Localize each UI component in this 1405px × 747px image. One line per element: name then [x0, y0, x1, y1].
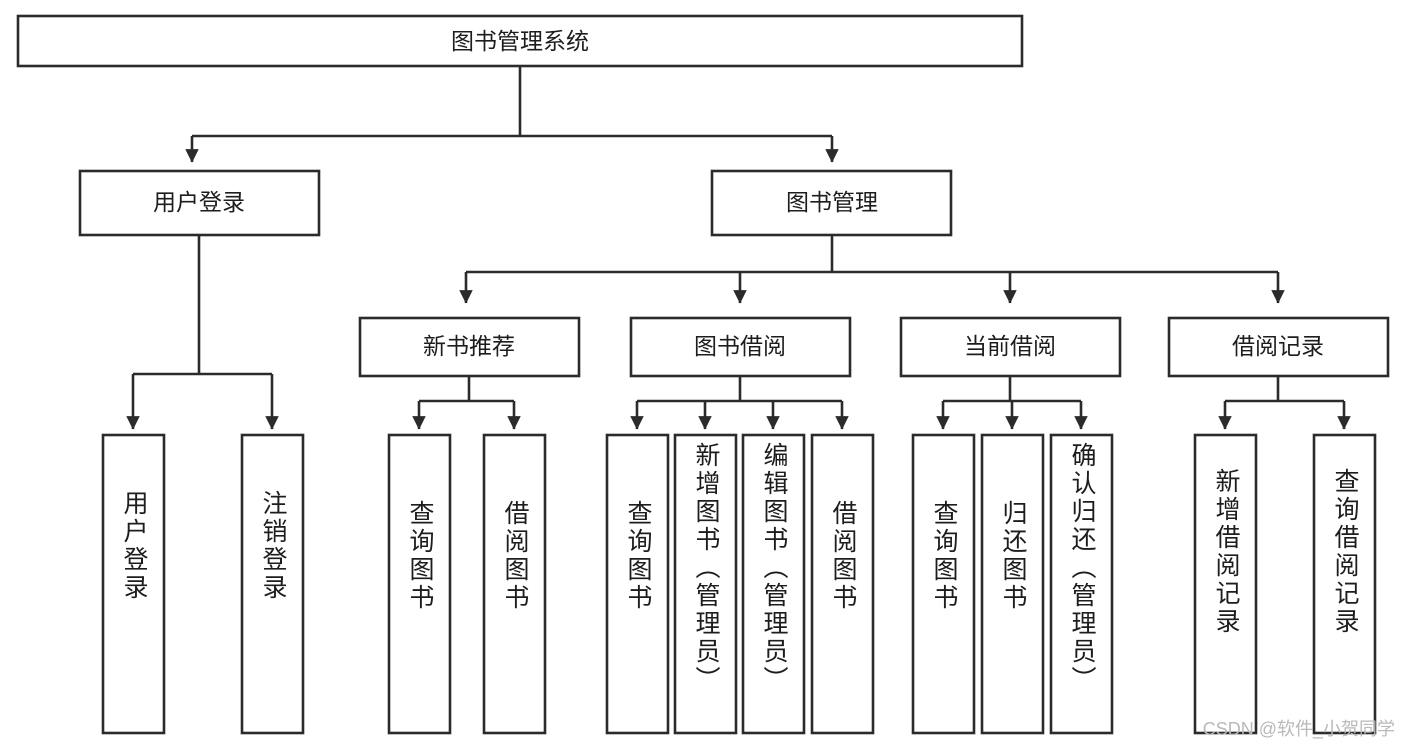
leaf-book-borrow-1[interactable] [673, 433, 738, 735]
node-new-book-recommend[interactable]: 新书推荐 [358, 316, 581, 378]
node-user-login-label: 用户登录 [153, 189, 245, 215]
leaf-book-borrow-3[interactable] [810, 433, 875, 735]
node-root-system[interactable]: 图书管理系统 [16, 14, 1024, 68]
leaf-book-borrow-0[interactable] [605, 433, 670, 735]
connector-bookborrow-to-leaves [630, 376, 849, 430]
connector-newbook-to-leaves [412, 376, 521, 430]
connector-currentborrow-to-leaves [936, 376, 1088, 430]
leaf-book-borrow-2[interactable] [741, 433, 806, 735]
node-borrow-record-label: 借阅记录 [1232, 333, 1324, 359]
leaf-current-borrow-0[interactable] [911, 433, 976, 735]
connector-bookmgmt-to-level2 [459, 235, 1285, 304]
node-user-login[interactable]: 用户登录 [78, 169, 321, 237]
connector-borrowrecord-to-leaves [1218, 376, 1351, 430]
node-book-management[interactable]: 图书管理 [710, 169, 953, 237]
leaf-new-book-recommend-1[interactable] [482, 433, 547, 735]
leaf-user-login-1[interactable] [240, 433, 305, 735]
node-book-borrow-label: 图书借阅 [694, 333, 786, 359]
leaf-current-borrow-1[interactable] [980, 433, 1045, 735]
node-new-book-recommend-label: 新书推荐 [423, 333, 515, 359]
connector-userlogin-to-leaves [126, 235, 279, 430]
node-book-management-label: 图书管理 [786, 189, 878, 215]
node-root-system-label: 图书管理系统 [451, 28, 589, 54]
leaf-user-login-0[interactable] [101, 433, 166, 735]
leaf-new-book-recommend-0[interactable] [387, 433, 452, 735]
node-borrow-record[interactable]: 借阅记录 [1167, 316, 1390, 378]
node-current-borrow-label: 当前借阅 [964, 333, 1056, 359]
node-current-borrow[interactable]: 当前借阅 [899, 316, 1122, 378]
connector-root-to-level1 [185, 66, 839, 163]
leaf-current-borrow-2[interactable] [1049, 433, 1114, 735]
leaf-borrow-record-1[interactable] [1312, 433, 1377, 735]
node-book-borrow[interactable]: 图书借阅 [629, 316, 852, 378]
leaf-borrow-record-0[interactable] [1193, 433, 1258, 735]
